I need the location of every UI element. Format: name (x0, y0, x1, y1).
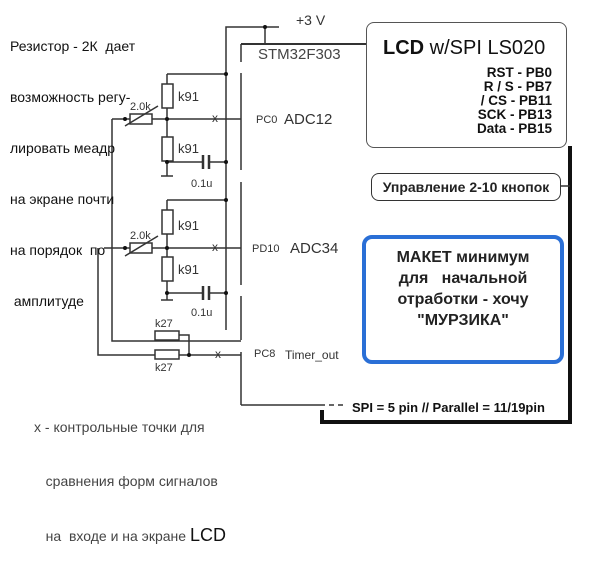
lcd-bus (320, 146, 572, 424)
power-wire (225, 26, 279, 56)
schematic-wiring (97, 25, 572, 424)
lcd-pin: Data - PB15 (476, 121, 552, 136)
note-line: возможность регу- (10, 89, 131, 105)
lcd-pin: R / S - PB7 (483, 79, 552, 94)
lcd-pin: RST - PB0 (486, 65, 552, 80)
lcd-pin-list: RST - PB0 R / S - PB7 / CS - PB11 SCK - … (477, 66, 552, 136)
pot-label: 2.0k (130, 101, 151, 113)
note-top: Резистор - 2К дает возможность регу- лир… (10, 4, 135, 327)
maket-line: "МУРЗИКА" (417, 312, 509, 329)
r-bot-label: k91 (178, 262, 199, 277)
maket-line: для начальной (398, 270, 528, 287)
test-point: x (212, 111, 218, 125)
maket-line: МАКЕТ минимум (396, 249, 530, 266)
mcu-label: STM32F303 (258, 46, 341, 63)
lcd-pin: SCK - PB13 (477, 107, 552, 122)
signal-adc34: ADC34 (290, 240, 339, 257)
resistor-k27-1 (154, 330, 180, 341)
buttons-control-box: Управление 2-10 кнопок (371, 173, 561, 201)
note-line: Резистор - 2К дает (10, 38, 136, 54)
legend-lcd-word: LCD (189, 525, 226, 545)
pot-label: 2.0k (130, 230, 151, 242)
test-point: x (212, 240, 218, 254)
potentiometer-2 (129, 242, 153, 254)
pin-pc8: PC8 (254, 348, 276, 360)
lcd-title-bold: LCD (383, 37, 425, 59)
legend-line: сравнения форм сигналов (34, 473, 218, 489)
resistor-k91-2b (161, 256, 174, 282)
signal-timer-out: Timer_out (285, 348, 339, 362)
legend-line: x - контрольные точки для (34, 419, 205, 435)
pin-pd10: PD10 (252, 243, 280, 255)
lcd-title-rest: w/SPI LS020 (424, 37, 546, 59)
maket-line: отработки - хочу (397, 291, 529, 308)
resistor-k91-2a (161, 209, 174, 235)
note-line: лировать меадр (10, 140, 116, 156)
resistor-k91-1b (161, 136, 174, 162)
bus-note: SPI = 5 pin // Parallel = 11/19pin (352, 400, 545, 415)
lcd-pin: / CS - PB11 (480, 93, 552, 108)
potentiometer-1 (129, 113, 153, 125)
r-k27-label: k27 (155, 318, 173, 330)
test-point: x (215, 347, 221, 361)
lcd-title: LCD w/SPI LS020 (383, 37, 545, 60)
pin-pc0: PC0 (256, 114, 278, 126)
resistor-k27-2 (154, 349, 180, 360)
cap-label: 0.1u (191, 178, 213, 190)
r-bot-label: k91 (178, 141, 199, 156)
note-line: амплитуде (10, 293, 84, 309)
note-line: на экране почти (10, 191, 115, 207)
maket-text: МАКЕТ минимум для начальной отработки - хо… (366, 247, 560, 331)
r-k27-label: k27 (155, 362, 173, 374)
maket-note-box: МАКЕТ минимум для начальной отработки - хо… (362, 235, 564, 364)
note-line: на порядок по (10, 242, 106, 258)
power-label: +3 V (296, 12, 326, 28)
r-top-label: k91 (178, 218, 199, 233)
r-top-label: k91 (178, 89, 199, 104)
lcd-module-box: LCD w/SPI LS020 RST - PB0 R / S - PB7 / … (366, 22, 567, 148)
legend-line: на входе и на экране (34, 528, 190, 544)
signal-adc12: ADC12 (284, 111, 333, 128)
cap-label: 0.1u (191, 307, 213, 319)
resistor-k91-1a (161, 83, 174, 109)
